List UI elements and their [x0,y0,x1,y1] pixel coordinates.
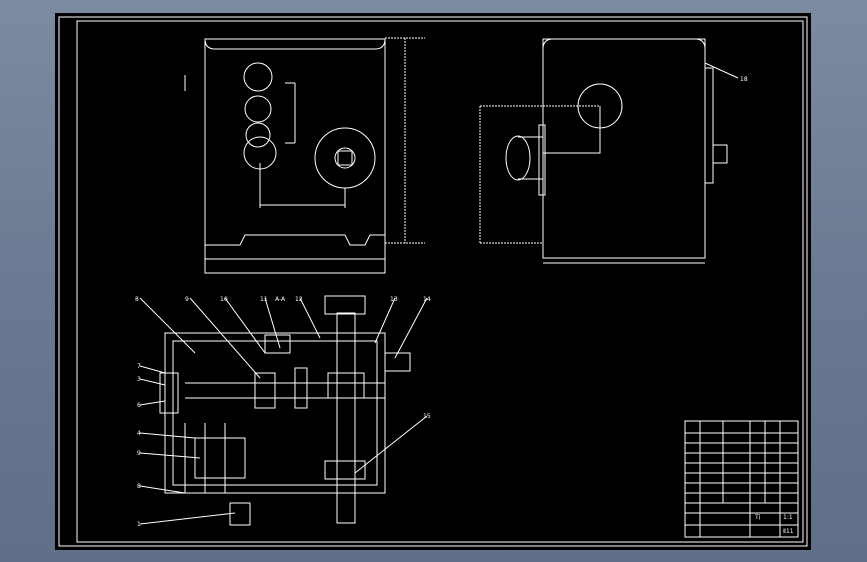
part-number-label: 7 [137,363,141,370]
section-mark-label: A-A [275,296,286,303]
section-view [139,295,428,526]
part-number-label: 3 [137,376,141,383]
engineering-drawing: 8 9 10 11 A-A 12 13 14 15 18 7 3 6 4 9 8… [58,16,808,547]
part-number-label: 9 [185,296,189,303]
part-number-label: 15 [423,413,431,420]
part-number-label: 13 [390,296,398,303]
outer-border [58,16,808,547]
part-number-label: 6 [137,402,141,409]
title-block-scale: 1:1 [783,514,793,521]
part-number-label: 11 [260,296,268,303]
front-view [184,37,425,274]
part-number-label: 9 [137,450,141,457]
title-block [684,420,799,538]
part-number-label: 8 [137,483,141,490]
drawing-sheet: 8 9 10 11 A-A 12 13 14 15 18 7 3 6 4 9 8… [55,13,811,550]
part-number-label: 10 [220,296,228,303]
part-number-label: 12 [295,296,303,303]
side-view [479,38,739,264]
title-block-title: Tị [754,514,761,521]
part-number-label: 1 [137,521,141,528]
inner-border [76,20,804,543]
part-number-label: 18 [740,76,748,83]
part-number-label: 8 [135,296,139,303]
title-block-code: Ⅱ11 [783,528,794,535]
part-number-label: 14 [423,296,431,303]
part-number-label: 4 [137,430,141,437]
